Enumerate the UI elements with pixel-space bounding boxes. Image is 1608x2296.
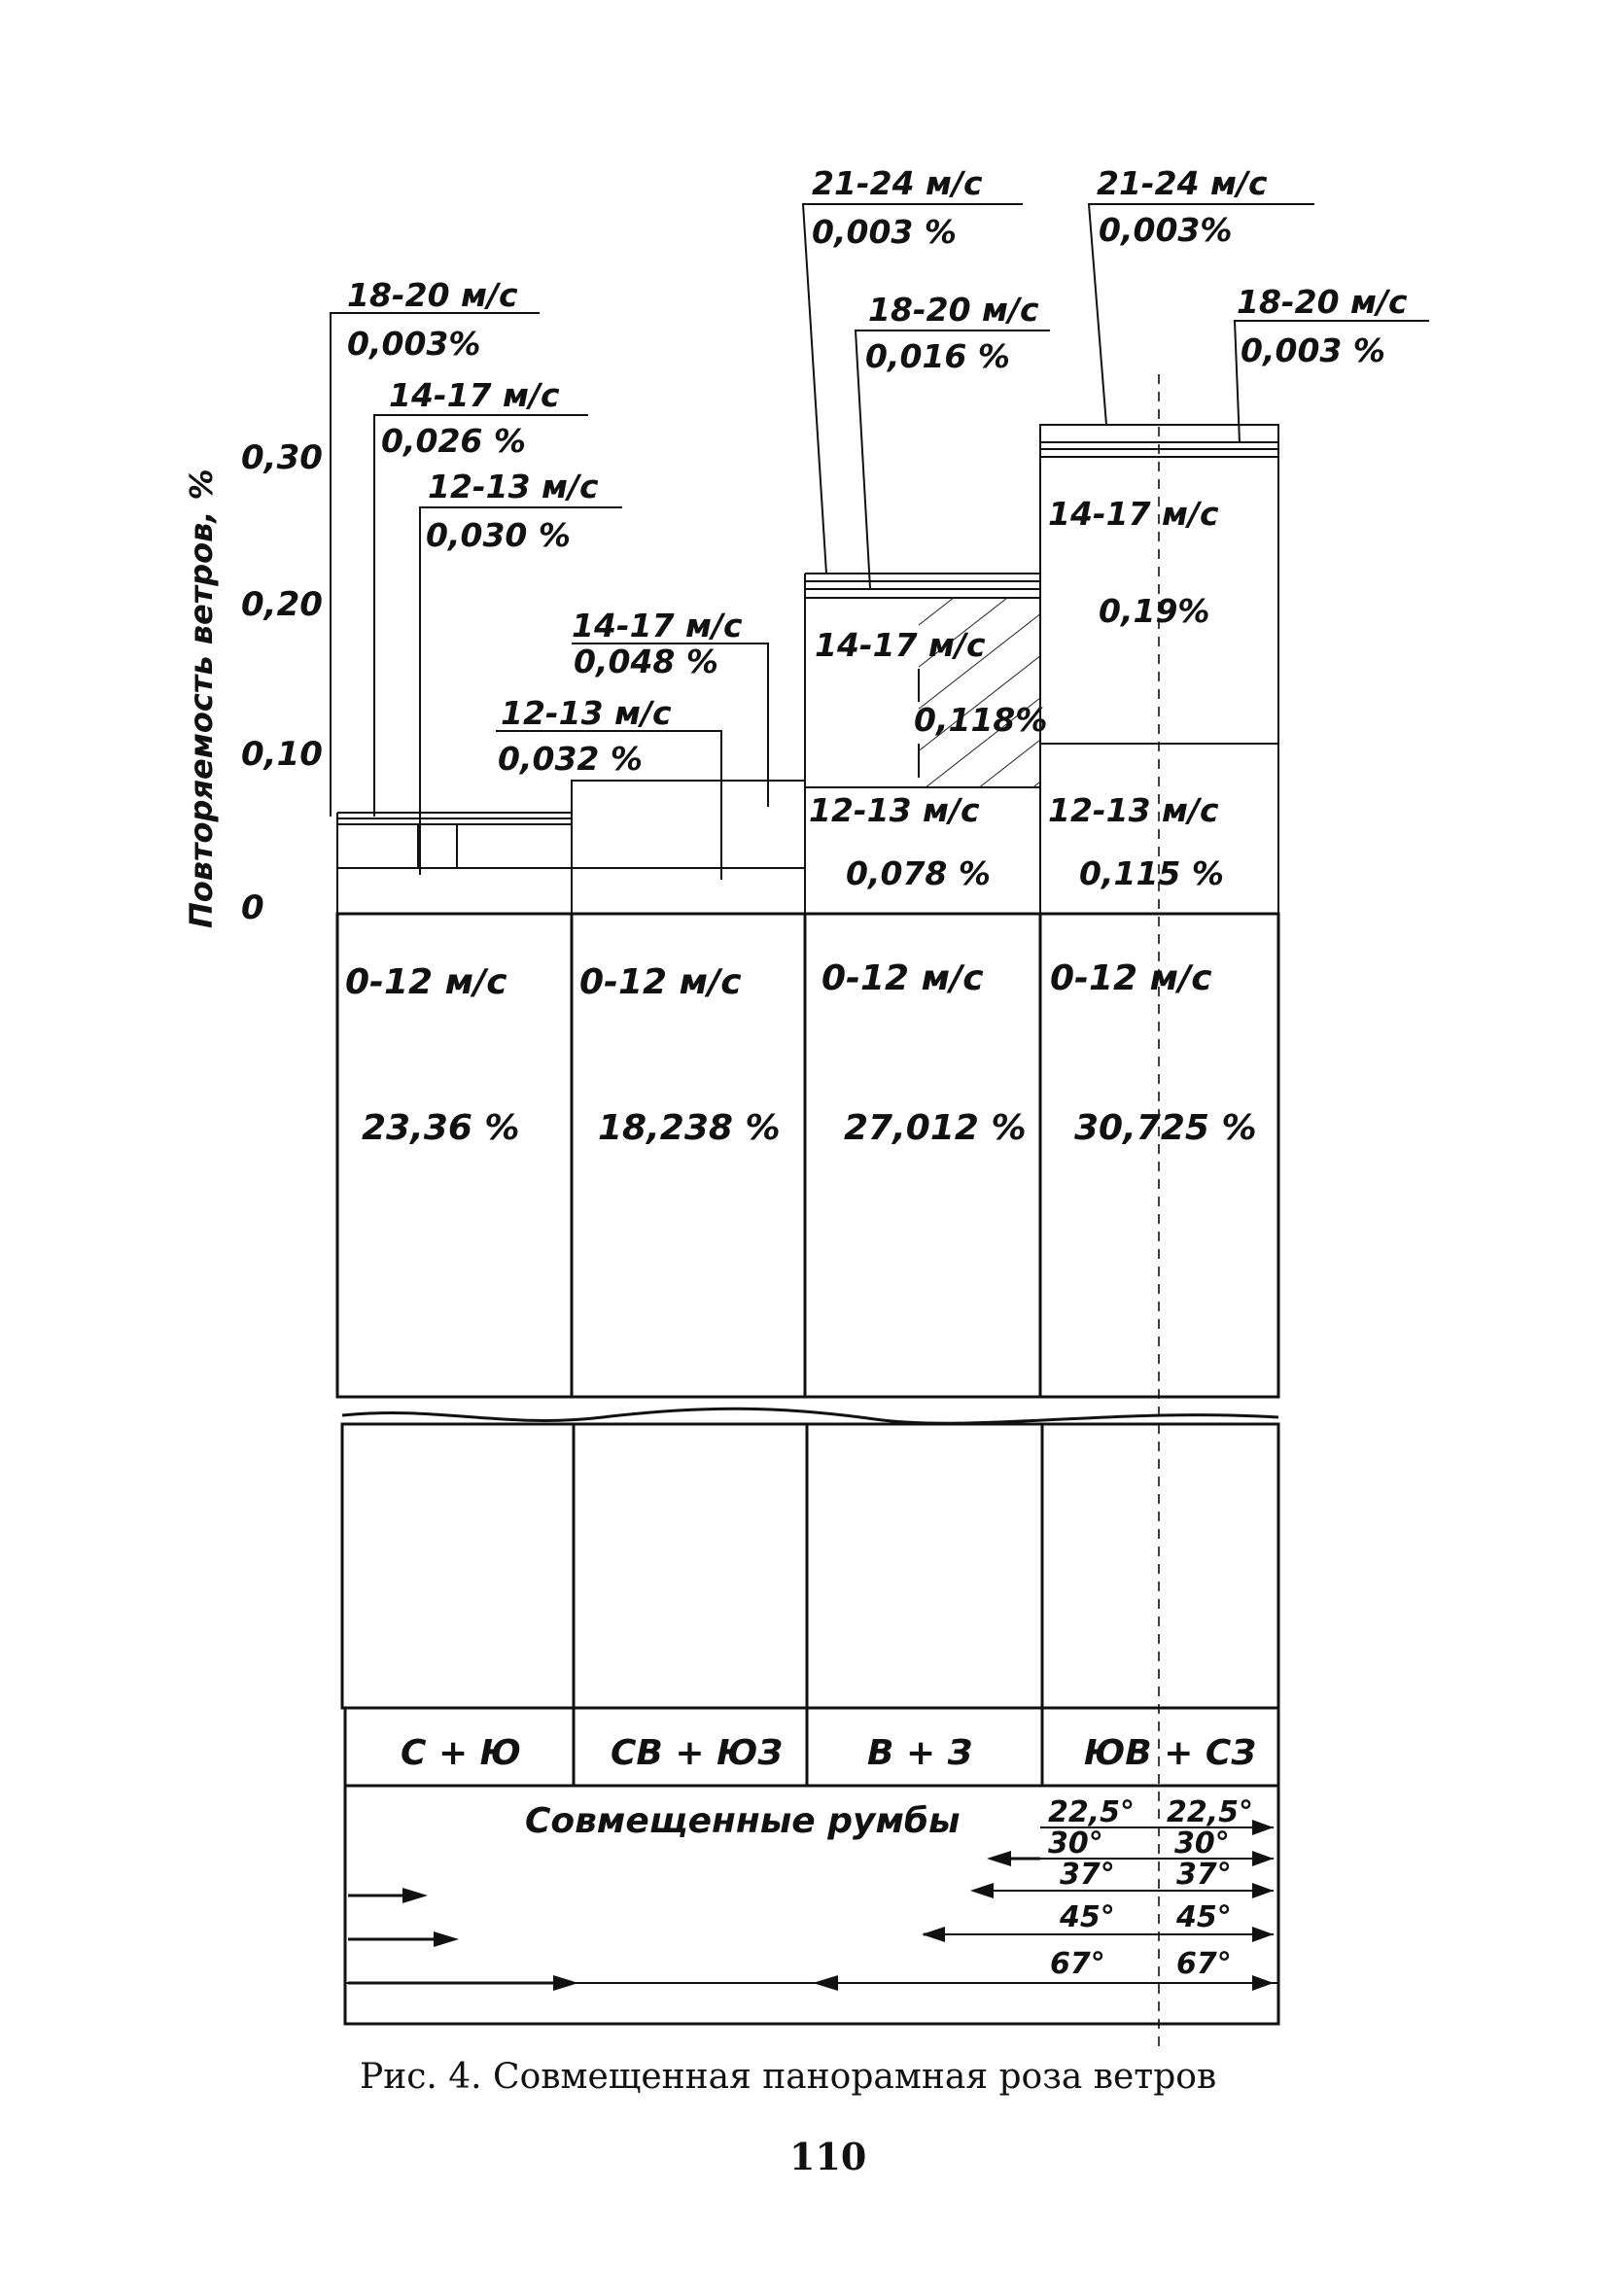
column-2-callouts: 14-17 м/с 0,048 % 12-13 м/с 0,032 % — [496, 607, 769, 880]
column-4-callouts: 21-24 м/с 0,003% 18-20 м/с 0,003 % 14-17… — [1048, 164, 1429, 892]
col4-inner-speed-b: 12-13 м/с — [1048, 791, 1219, 829]
lower-block — [340, 1422, 1280, 1710]
bottom-label: Совмещенные румбы — [525, 1801, 961, 1841]
break-line — [341, 1407, 1279, 1425]
angle-left-4: 45° — [1059, 1900, 1115, 1934]
col1-callout-3-speed: 12-13 м/с — [428, 468, 599, 505]
col3-inner-value-b: 0,078 % — [846, 854, 991, 892]
col4-inner-value-b: 0,115 % — [1079, 854, 1224, 892]
col4-callout-2-value: 0,003 % — [1241, 331, 1385, 369]
col3-callout-2-value: 0,016 % — [865, 337, 1010, 375]
col3-callout-1-speed: 21-24 м/с — [812, 164, 983, 202]
direction-col2: СВ + ЮЗ — [611, 1733, 783, 1773]
col4-callout-2-speed: 18-20 м/с — [1237, 283, 1408, 321]
y-tick-020: 0,20 — [241, 585, 323, 624]
col2-base-value: 18,238 % — [598, 1108, 781, 1148]
angle-left-2: 30° — [1048, 1826, 1103, 1861]
col2-callout-2-value: 0,032 % — [498, 740, 643, 778]
angles-area: Совмещенные румбы 22,5° 22,5° 30° 30° 37… — [343, 1784, 1280, 2026]
upper-block — [335, 374, 1280, 2046]
col4-callout-1-value: 0,003% — [1099, 211, 1232, 249]
y-tick-030: 0,30 — [241, 438, 323, 477]
column-1-callouts: 18-20 м/с 0,003% 14-17 м/с 0,026 % 12-13… — [330, 276, 622, 875]
col4-base-value: 30,725 % — [1074, 1108, 1257, 1148]
direction-col4: ЮВ + СЗ — [1084, 1733, 1256, 1773]
column-3-callouts: 21-24 м/с 0,003 % 18-20 м/с 0,016 % 14-1… — [801, 164, 1050, 892]
col3-inner-speed-a: 14-17 м/с — [815, 626, 986, 664]
col3-base-value: 27,012 % — [844, 1108, 1027, 1148]
col1-callout-1-speed: 18-20 м/с — [347, 276, 518, 314]
angle-right-4: 45° — [1175, 1900, 1232, 1934]
arrows — [348, 1820, 1274, 1991]
angle-right-5: 67° — [1176, 1947, 1232, 1981]
col4-inner-speed-a: 14-17 м/с — [1048, 495, 1219, 533]
angle-right-1: 22,5° — [1167, 1795, 1253, 1829]
direction-row: С + Ю СВ + ЮЗ В + З ЮВ + СЗ — [343, 1706, 1280, 1788]
direction-col3: В + З — [867, 1733, 972, 1773]
direction-col1: С + Ю — [401, 1733, 521, 1773]
col2-base-speed: 0-12 м/с — [579, 962, 742, 1002]
col4-inner-value-a: 0,19% — [1099, 592, 1210, 630]
col2-callout-1-value: 0,048 % — [574, 643, 718, 680]
y-axis-title: Повторяемость ветров, % — [183, 469, 220, 928]
col1-callout-1-value: 0,003% — [347, 325, 480, 363]
angle-left-1: 22,5° — [1048, 1795, 1135, 1829]
col3-inner-value-a: 0,118% — [914, 701, 1047, 739]
angle-right-3: 37° — [1176, 1858, 1232, 1892]
col3-callout-1-value: 0,003 % — [812, 213, 957, 251]
base-labels: 0-12 м/с 23,36 % 0-12 м/с 18,238 % 0-12 … — [345, 958, 1257, 1148]
col1-callout-2-speed: 14-17 м/с — [389, 376, 560, 414]
angle-right-2: 30° — [1174, 1826, 1230, 1861]
angle-left-3: 37° — [1060, 1858, 1115, 1892]
col3-inner-speed-b: 12-13 м/с — [809, 791, 980, 829]
page-number: 110 — [789, 2135, 866, 2178]
angle-left-5: 67° — [1050, 1947, 1105, 1981]
col1-base-speed: 0-12 м/с — [345, 962, 507, 1002]
y-tick-0: 0 — [241, 888, 264, 927]
y-axis: Повторяемость ветров, % 0,30 0,20 0,10 0 — [183, 438, 323, 928]
col1-callout-3-value: 0,030 % — [426, 516, 571, 554]
col4-base-speed: 0-12 м/с — [1050, 958, 1212, 998]
col2-callout-1-speed: 14-17 м/с — [572, 607, 743, 644]
col1-base-value: 23,36 % — [362, 1108, 519, 1148]
col2-callout-2-speed: 12-13 м/с — [501, 694, 672, 732]
figure-caption: Рис. 4. Совмещенная панорамная роза ветр… — [360, 2057, 1216, 2097]
col3-base-speed: 0-12 м/с — [821, 958, 984, 998]
col3-callout-2-speed: 18-20 м/с — [868, 291, 1039, 329]
col1-callout-2-value: 0,026 % — [381, 422, 526, 460]
col4-callout-1-speed: 21-24 м/с — [1097, 164, 1268, 202]
y-tick-010: 0,10 — [241, 735, 323, 774]
